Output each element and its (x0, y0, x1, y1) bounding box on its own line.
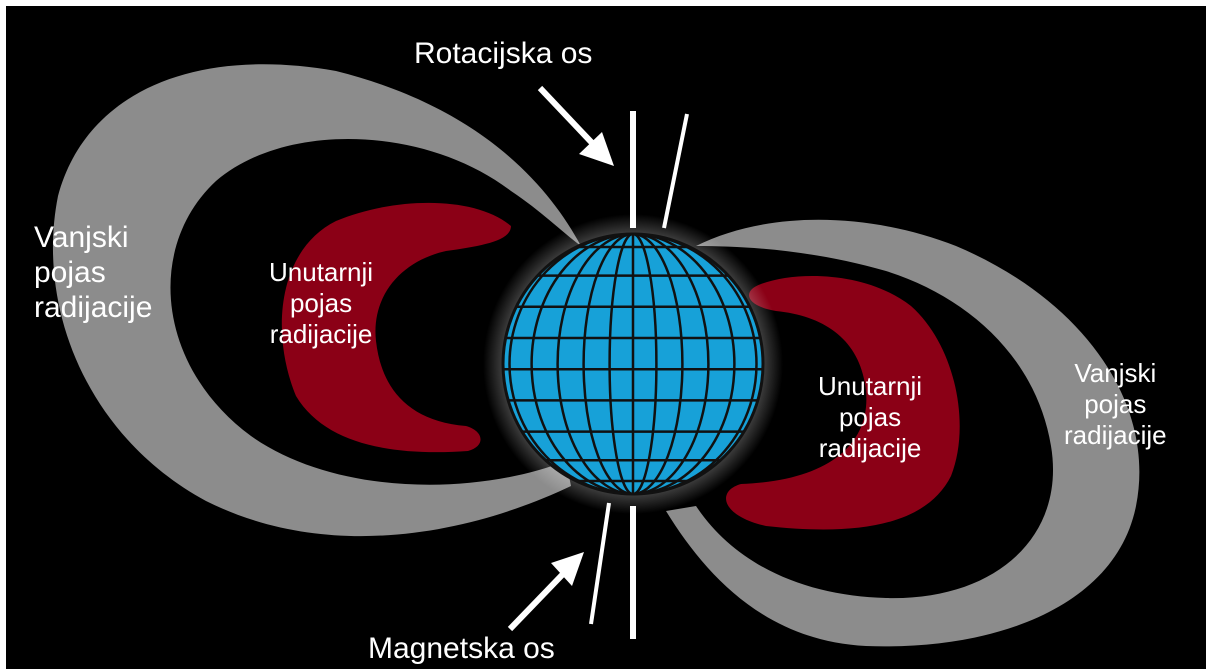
magnetic-axis-arrow (507, 552, 584, 632)
meridian-line (556, 234, 710, 494)
inner-belt-left (281, 202, 511, 453)
rotation-axis-label: Rotacijska os (414, 37, 593, 70)
diagram-canvas (52, 64, 1140, 647)
earth-outline (501, 232, 765, 496)
meridian-line (608, 234, 658, 494)
meridian-line (508, 234, 758, 494)
earth-grid (503, 234, 763, 494)
meridian-line (530, 234, 736, 494)
inner-belt-left-label: Unutarnji pojas radijacije (269, 257, 374, 349)
magnetic-axis-bottom (589, 502, 611, 625)
outer-belt-left-label: Vanjski pojas radijacije (34, 221, 153, 324)
outer-belt-right-label: Vanjski pojas radijacije (1064, 358, 1167, 450)
radiation-belts-diagram: Rotacijska os Magnetska os Vanjski pojas… (6, 6, 1206, 669)
outer-belt-right (666, 219, 1140, 647)
inner-belt-right (726, 276, 960, 530)
rotation-axis-arrow (537, 85, 614, 166)
magnetic-axis-top (662, 113, 689, 229)
magnetic-axis-label: Magnetska os (368, 632, 555, 665)
meridian-line (582, 234, 684, 494)
outer-belt-left (52, 64, 582, 537)
inner-belt-right-label: Unutarnji pojas radijacije (818, 371, 923, 463)
